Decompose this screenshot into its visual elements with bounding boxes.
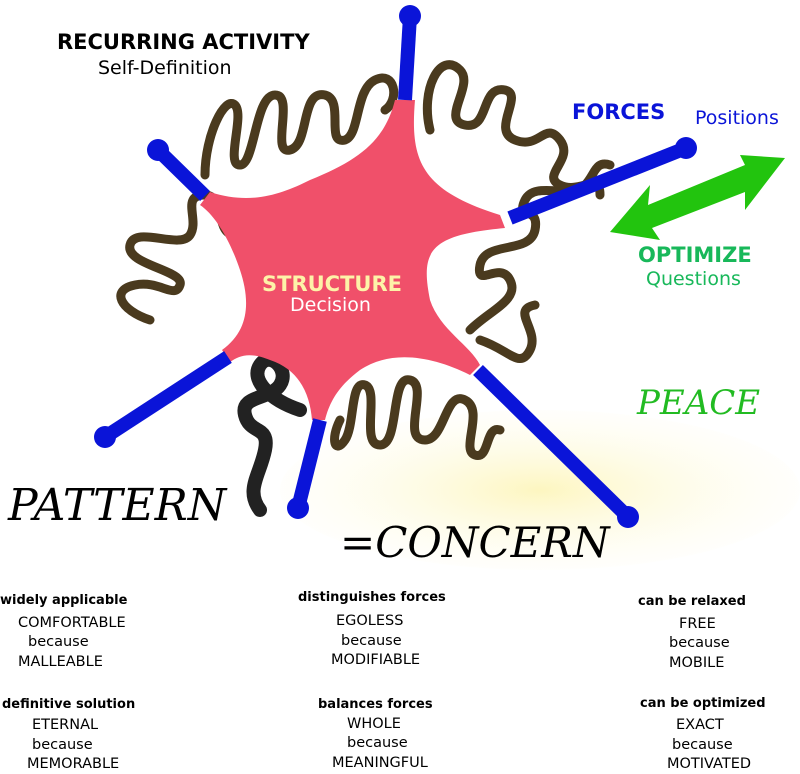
column-3-block-2-label: can be optimized bbox=[640, 696, 766, 711]
questions-label: Questions bbox=[646, 268, 741, 290]
column-2-block-1-a: EGOLESS bbox=[336, 613, 404, 629]
column-2-block-1-label: distinguishes forces bbox=[298, 590, 446, 605]
column-3-block-1-b: MOBILE bbox=[669, 655, 725, 671]
squiggle-bottom-left bbox=[237, 352, 307, 517]
squiggle-right-low bbox=[475, 300, 540, 363]
column-2-block-2-label: balances forces bbox=[318, 697, 433, 712]
structure-title: STRUCTURE bbox=[262, 272, 402, 296]
peace-label: PEACE bbox=[637, 383, 761, 423]
column-2-block-1-b: MODIFIABLE bbox=[331, 652, 421, 668]
optimize-title: OPTIMIZE bbox=[638, 243, 752, 267]
column-3-block-1-because: because bbox=[669, 635, 730, 651]
column-2-block-1-because: because bbox=[341, 633, 402, 649]
decision-label: Decision bbox=[290, 294, 371, 316]
squiggle-top-right bbox=[422, 60, 605, 200]
rod-left bbox=[101, 351, 232, 443]
column-1-block-2-b: MEMORABLE bbox=[27, 756, 120, 772]
recurring-activity-title: RECURRING ACTIVITY bbox=[57, 30, 310, 54]
self-definition-label: Self-Definition bbox=[98, 57, 232, 79]
column-3-block-2-a: EXACT bbox=[676, 717, 724, 733]
structure-star bbox=[200, 100, 505, 420]
column-1-block-1-label: widely applicable bbox=[0, 593, 128, 608]
squiggle-top-left bbox=[200, 73, 399, 180]
yellow-glow bbox=[280, 410, 800, 570]
squiggle-bottom bbox=[330, 375, 505, 460]
column-1-block-1-b: MALLEABLE bbox=[18, 654, 103, 670]
column-3-block-1-a: FREE bbox=[679, 616, 716, 632]
rod-bottom bbox=[291, 418, 327, 510]
double-arrow-icon bbox=[610, 155, 785, 240]
forces-title: FORCES bbox=[572, 100, 666, 124]
column-3-block-2-b: MOTIVATED bbox=[667, 756, 752, 772]
concern-label: =CONCERN bbox=[340, 518, 610, 567]
column-2-block-2-a: WHOLE bbox=[347, 716, 401, 732]
column-1-block-2-label: definitive solution bbox=[2, 697, 136, 712]
column-1-block-2-because: because bbox=[32, 737, 93, 753]
rod-bottom-right bbox=[473, 365, 633, 522]
positions-label: Positions bbox=[695, 107, 779, 129]
rod-top bbox=[398, 15, 417, 101]
column-3-block-2-because: because bbox=[672, 737, 733, 753]
column-2-block-2-b: MEANINGFUL bbox=[332, 755, 428, 771]
column-2-block-2-because: because bbox=[347, 735, 408, 751]
rod-right bbox=[507, 141, 689, 225]
column-3-block-1-label: can be relaxed bbox=[638, 594, 746, 609]
column-1-block-1-because: because bbox=[28, 634, 89, 650]
force-rods bbox=[94, 5, 697, 528]
column-1-block-2-a: ETERNAL bbox=[32, 717, 99, 733]
column-1-block-1-a: COMFORTABLE bbox=[18, 615, 126, 631]
pattern-label: PATTERN bbox=[8, 480, 227, 531]
